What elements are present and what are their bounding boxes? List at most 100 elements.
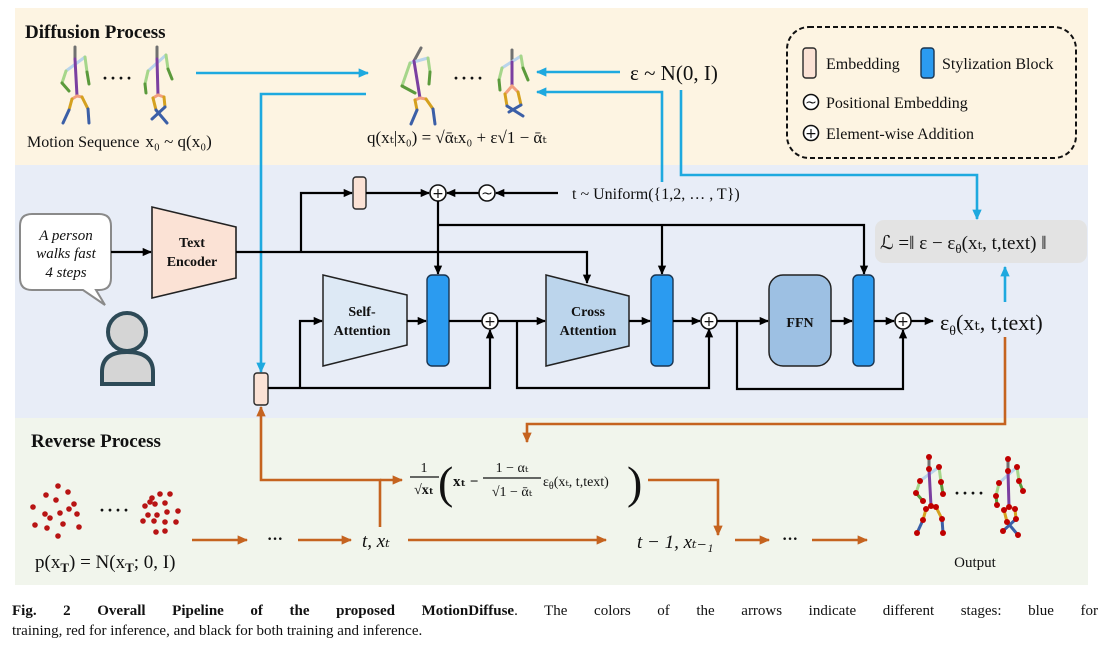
skeleton-bone (400, 84, 417, 95)
skeleton-joint (1001, 507, 1007, 513)
element-wise-addition-glyph: + (805, 126, 817, 142)
steps-ellipsis-2: ··· (782, 531, 798, 548)
text-encoder-label-1: Text (179, 236, 205, 251)
state-t-minus-1-label: t − 1, xₜ₋₁ (637, 532, 713, 553)
text-encoder-block (151, 205, 237, 300)
skeleton-joint (1006, 504, 1012, 510)
noise-point (142, 503, 148, 509)
skeleton-bone (521, 66, 530, 82)
ffn-label: FFN (786, 316, 813, 331)
skeleton-bone (503, 84, 514, 96)
skeleton-bone (505, 104, 525, 118)
output-eps-sub: θ (949, 324, 956, 339)
noise-point (55, 533, 61, 539)
skeleton-bone (162, 95, 167, 109)
noise-point (53, 497, 59, 503)
update-eps-args: (xₜ, t,text) (554, 475, 609, 490)
skeleton-joint (940, 530, 946, 536)
skeleton-bone (80, 95, 90, 111)
legend-stylization-swatch (920, 47, 935, 79)
frac-numerator: 1 − αₜ (496, 461, 529, 476)
clean-motion-frame-last (143, 45, 174, 125)
prior-part-3: ; 0, I) (134, 552, 176, 573)
residual-add-glyph-1: + (484, 314, 496, 330)
timestep-to-noisy-arrow (535, 87, 664, 182)
output-eps: ε (940, 310, 949, 335)
prior-formula: p(xT) = N(xT; 0, I) (35, 552, 175, 575)
prior-part-2: ) = N(x (69, 552, 126, 573)
noise-point (147, 499, 153, 505)
loss-formula: ℒ =‖ ε − εθ(xₜ, t,text) ‖ (880, 233, 1047, 256)
legend-embedding-label: Embedding (826, 56, 900, 73)
prompt-line-1: A person (38, 228, 92, 244)
skeleton-joint (939, 516, 945, 522)
skeleton-bone (427, 70, 432, 86)
noise-point (43, 492, 49, 498)
close-paren: ) (627, 457, 642, 508)
skeleton-bone (400, 61, 412, 88)
prompt-line-3: 4 steps (45, 265, 86, 281)
skeleton-bone (497, 66, 504, 82)
caption-line-1: Fig. 2 Overall Pipeline of the proposed … (12, 601, 1098, 621)
skeleton-bone (85, 70, 91, 86)
noise-point (162, 500, 168, 506)
skeleton-joint (936, 464, 942, 470)
noise-point (164, 509, 170, 515)
noise-prediction-output: εθ(xₜ, t,text) (940, 310, 1043, 339)
noise-point (32, 522, 38, 528)
update-eps-symbol: ε (543, 475, 549, 490)
output-motion-frame-last (993, 456, 1026, 538)
loss-lhs: ℒ =‖ ε − ε (880, 233, 955, 254)
noise-point (30, 504, 36, 510)
skeleton-bone (166, 67, 174, 81)
output-sequence-ellipsis: ···· (954, 483, 986, 503)
skeleton-joint (1000, 528, 1006, 534)
skeleton-joint (940, 491, 946, 497)
prior-sub-2: T (125, 560, 134, 575)
skeleton-joint (914, 530, 920, 536)
user-avatar-icon (100, 311, 155, 386)
loss-rhs: (xₜ, t,text) ‖ (962, 233, 1047, 254)
noise-point (173, 519, 179, 525)
text-feature-to-cross-attention (236, 250, 592, 284)
self-attention-label-1: Self- (348, 305, 376, 320)
update-to-next-state-arrow (648, 478, 723, 537)
legend-box (786, 26, 1077, 159)
skeleton-bone (155, 57, 160, 97)
skeleton-bone (424, 97, 435, 111)
loss-eps-sub: θ (955, 241, 961, 256)
caption-line-2: training, red for inference, and black f… (12, 623, 423, 639)
speech-bubble (19, 213, 112, 306)
legend: Embedding Stylization Block ~ Positional… (786, 26, 1077, 159)
skeleton-bone (83, 55, 89, 74)
coef-denominator: √xₜ (414, 483, 434, 498)
skeleton-joint (928, 503, 934, 509)
motion-sequence-text: Motion Sequence (27, 134, 139, 151)
noise-point (55, 483, 61, 489)
skeleton-bone (86, 107, 91, 125)
noise-point (74, 511, 80, 517)
skeleton-bone (516, 90, 523, 107)
noise-point (145, 512, 151, 518)
skeleton-bone (151, 96, 158, 112)
positional-embedding-node-glyph: ~ (481, 186, 493, 202)
legend-stylization-label: Stylization Block (942, 56, 1054, 73)
clean-sequence-ellipsis: ···· (102, 68, 134, 88)
skeleton-bone (497, 78, 502, 92)
skeleton-bone (1006, 469, 1011, 509)
state-to-embedding-arrow (256, 405, 382, 527)
skeleton-joint (1012, 506, 1018, 512)
noise-point (162, 528, 168, 534)
stylization-block-1 (426, 274, 450, 367)
stylization-block-2 (650, 274, 674, 367)
noise-point (154, 512, 160, 518)
stylization-block-3 (852, 274, 875, 367)
noise-sequence-ellipsis: ···· (99, 500, 131, 520)
legend-embedding-swatch (802, 47, 817, 79)
skeleton-bone (412, 46, 423, 63)
noise-point (65, 489, 71, 495)
skeleton-joint (917, 478, 923, 484)
skeleton-bone (143, 69, 150, 86)
skeleton-bone (927, 467, 933, 508)
